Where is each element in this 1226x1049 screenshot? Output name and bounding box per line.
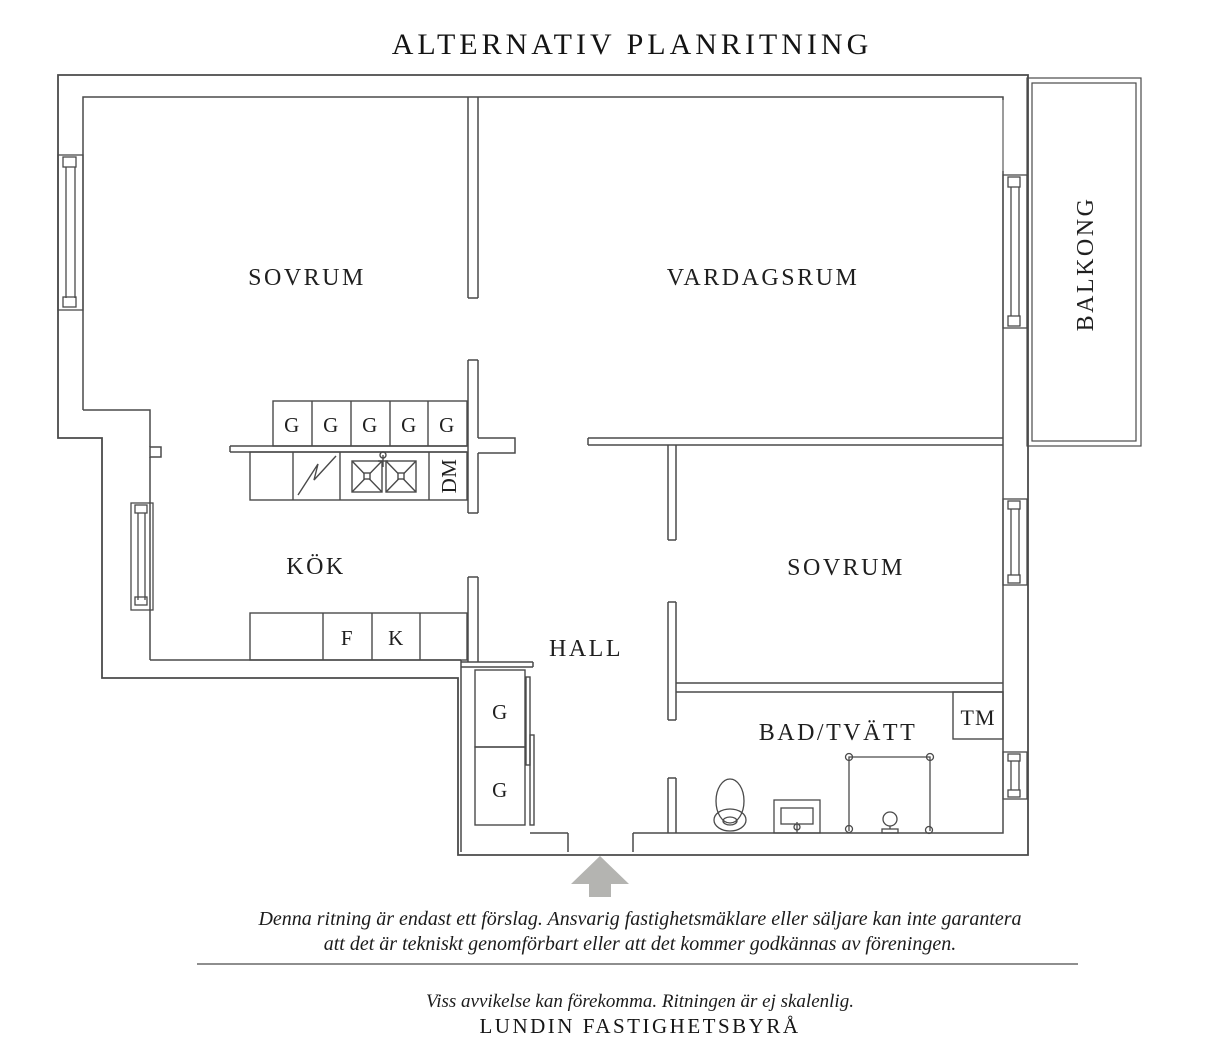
kitchen-peninsula-wall: [467, 576, 479, 662]
window-bathroom-east: [1002, 751, 1028, 800]
window-sovrum2-east: [1002, 498, 1028, 586]
central-wall-spur: [478, 437, 516, 454]
hall-closets: [474, 669, 535, 826]
wardrobe-label: G: [362, 413, 378, 437]
room-label-hall: HALL: [549, 636, 623, 662]
dishwasher-label: DM: [437, 459, 461, 494]
kitchen-west-south-wall: [149, 457, 462, 852]
disclaimer-line2: att det är tekniskt genomförbart eller a…: [324, 933, 956, 955]
sovrum1-south-wall: [83, 409, 151, 447]
hall-east-wall-c: [667, 777, 677, 833]
outer-walls: [57, 74, 1029, 856]
kitchen-sink-counter: [249, 451, 468, 501]
wardrobe-label: G: [492, 700, 508, 724]
bathroom-north-wall: [676, 682, 1003, 693]
central-wall-stub: [467, 359, 479, 514]
sovrum2-north-wall: [587, 437, 1003, 446]
windows: [57, 154, 1028, 800]
kitchen-divider-wall: [229, 445, 467, 453]
faucet-icon: [378, 451, 388, 467]
footer-note: Viss avvikelse kan förekomma. Ritningen …: [426, 991, 854, 1012]
wardrobe-label: G: [401, 413, 417, 437]
balcony-outline: [1026, 77, 1142, 447]
entrance-arrow-icon: [571, 856, 629, 897]
hall-east-wall-b: [667, 601, 677, 721]
room-label-bad: BAD/TVÄTT: [759, 720, 917, 746]
inner-top-left-wall: [82, 96, 1004, 410]
closet-header-wall: [461, 661, 534, 668]
wardrobe-label: G: [284, 413, 300, 437]
sink-basins-icon: [351, 460, 417, 493]
wardrobe-row: [272, 400, 468, 447]
wardrobe-label: G: [439, 413, 455, 437]
room-label-vardagsrum: VARDAGSRUM: [667, 265, 860, 291]
page-title: ALTERNATIV PLANRITNING: [392, 28, 873, 61]
window-vardagsrum-east: [1002, 174, 1028, 329]
room-label-balkong: BALKONG: [1073, 197, 1099, 332]
inner-right-wall: [633, 171, 1004, 834]
fridge-label: K: [388, 626, 404, 650]
freezer-label: F: [341, 626, 353, 650]
room-label-sovrum1: SOVRUM: [248, 265, 366, 291]
wall-notch: [149, 446, 162, 458]
sliding-door-track: [529, 734, 535, 826]
shower-icon: [844, 752, 935, 835]
window-kitchen-west: [130, 502, 154, 611]
washing-machine-box: [952, 691, 1004, 740]
drainboard-icon: [297, 455, 337, 496]
room-label-sovrum2: SOVRUM: [787, 555, 905, 581]
sink-icon: [773, 799, 821, 834]
toilet-icon: [713, 778, 747, 832]
footer-brand: LUNDIN FASTIGHETSBYRÅ: [479, 1014, 800, 1038]
window-sovrum1-west: [57, 154, 84, 311]
room-label-kok: KÖK: [286, 554, 346, 580]
kitchen-appliance-counter: [249, 612, 468, 661]
bathroom-fixtures: [713, 752, 935, 835]
sovrum1-vardagsrum-wall: [467, 97, 479, 299]
wardrobe-label: G: [323, 413, 339, 437]
disclaimer-line1: Denna ritning är endast ett förslag. Ans…: [257, 908, 1021, 930]
entrance-door-jambs: [567, 833, 634, 852]
sliding-door-track: [525, 676, 531, 766]
washing-machine-label: TM: [961, 705, 996, 730]
wardrobe-label: G: [492, 778, 508, 802]
hall-east-wall-a: [667, 445, 677, 541]
